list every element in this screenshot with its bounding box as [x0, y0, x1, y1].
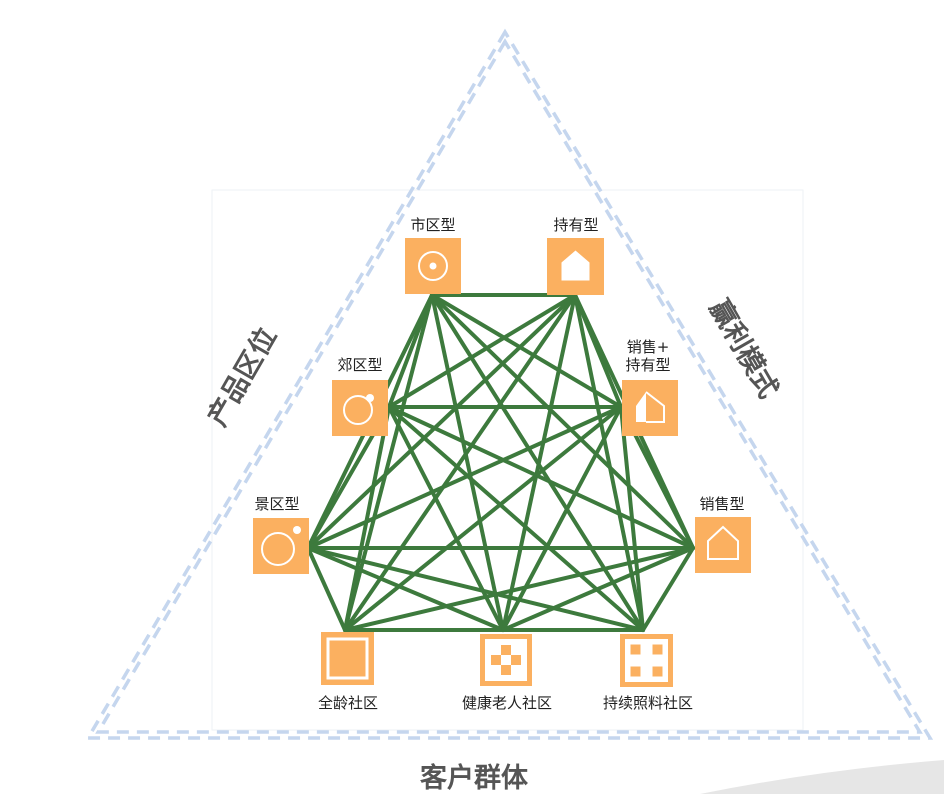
side-label-customer-group: 客户群体 — [420, 763, 528, 794]
edge-urban-allage — [343, 293, 434, 632]
orbit-circle-icon — [343, 394, 374, 425]
node-allage — [321, 632, 374, 685]
camera-circle-icon — [261, 526, 301, 566]
square-frame-icon — [326, 637, 369, 680]
house-outline-icon — [707, 525, 739, 560]
node-label-hold: 持有型 — [553, 216, 599, 234]
edge-suburb-ccrc — [387, 405, 645, 632]
node-label-scenic: 景区型 — [254, 495, 300, 513]
target-icon — [418, 251, 448, 281]
triangle-edge-0 — [84, 28, 934, 740]
edge-sellhold-scenic — [306, 405, 623, 550]
node-suburb — [332, 380, 388, 436]
node-healthy — [480, 634, 532, 686]
node-box — [321, 632, 374, 685]
node-label-sell: 销售型 — [699, 495, 745, 513]
checker-diamond-icon — [485, 639, 527, 681]
node-hold — [547, 238, 604, 295]
dashed-triangle — [84, 28, 934, 740]
edge-urban-healthy — [430, 293, 505, 632]
edge-hold-healthy — [501, 293, 577, 632]
edge-urban-sell — [430, 293, 695, 550]
node-ccrc — [620, 634, 673, 687]
edge-scenic-allage — [306, 546, 347, 632]
node-box — [332, 380, 388, 436]
triangle-edge-1 — [95, 38, 923, 734]
edge-sell-healthy — [501, 546, 695, 632]
node-label-allage: 全龄社区 — [317, 694, 378, 712]
corner-swoosh — [700, 760, 944, 794]
node-label-sellhold: 销售+ 持有型 — [625, 338, 671, 374]
edge-sell-allage — [343, 546, 695, 632]
node-label-healthy: 健康老人社区 — [461, 694, 552, 712]
node-label-suburb: 郊区型 — [337, 356, 383, 374]
node-box — [622, 380, 678, 436]
node-group — [253, 238, 751, 687]
node-label-urban: 市区型 — [410, 216, 456, 234]
node-sellhold — [622, 380, 678, 436]
edge-scenic-healthy — [306, 546, 505, 632]
inner-frame — [211, 189, 804, 731]
edge-hold-suburb — [387, 293, 577, 409]
node-sell — [695, 517, 751, 573]
node-label-ccrc: 持续照料社区 — [602, 694, 693, 712]
edge-sellhold-allage — [343, 405, 623, 632]
node-box — [695, 517, 751, 573]
node-scenic — [253, 518, 309, 574]
edge-suburb-sell — [387, 405, 695, 550]
node-urban — [405, 238, 461, 294]
edge-hold-scenic — [306, 293, 577, 550]
edge-urban-sellhold — [430, 293, 623, 409]
edge-sellhold-ccrc — [619, 405, 645, 632]
edge-sell-ccrc — [641, 546, 695, 632]
edge-group — [306, 293, 695, 632]
checker-corners-icon — [625, 639, 668, 682]
edge-suburb-allage — [343, 405, 391, 632]
edge-hold-allage — [343, 293, 577, 632]
house-filled-icon — [561, 250, 590, 281]
half-house-icon — [636, 391, 665, 423]
edge-sellhold-healthy — [501, 405, 623, 632]
edge-scenic-ccrc — [306, 546, 645, 632]
